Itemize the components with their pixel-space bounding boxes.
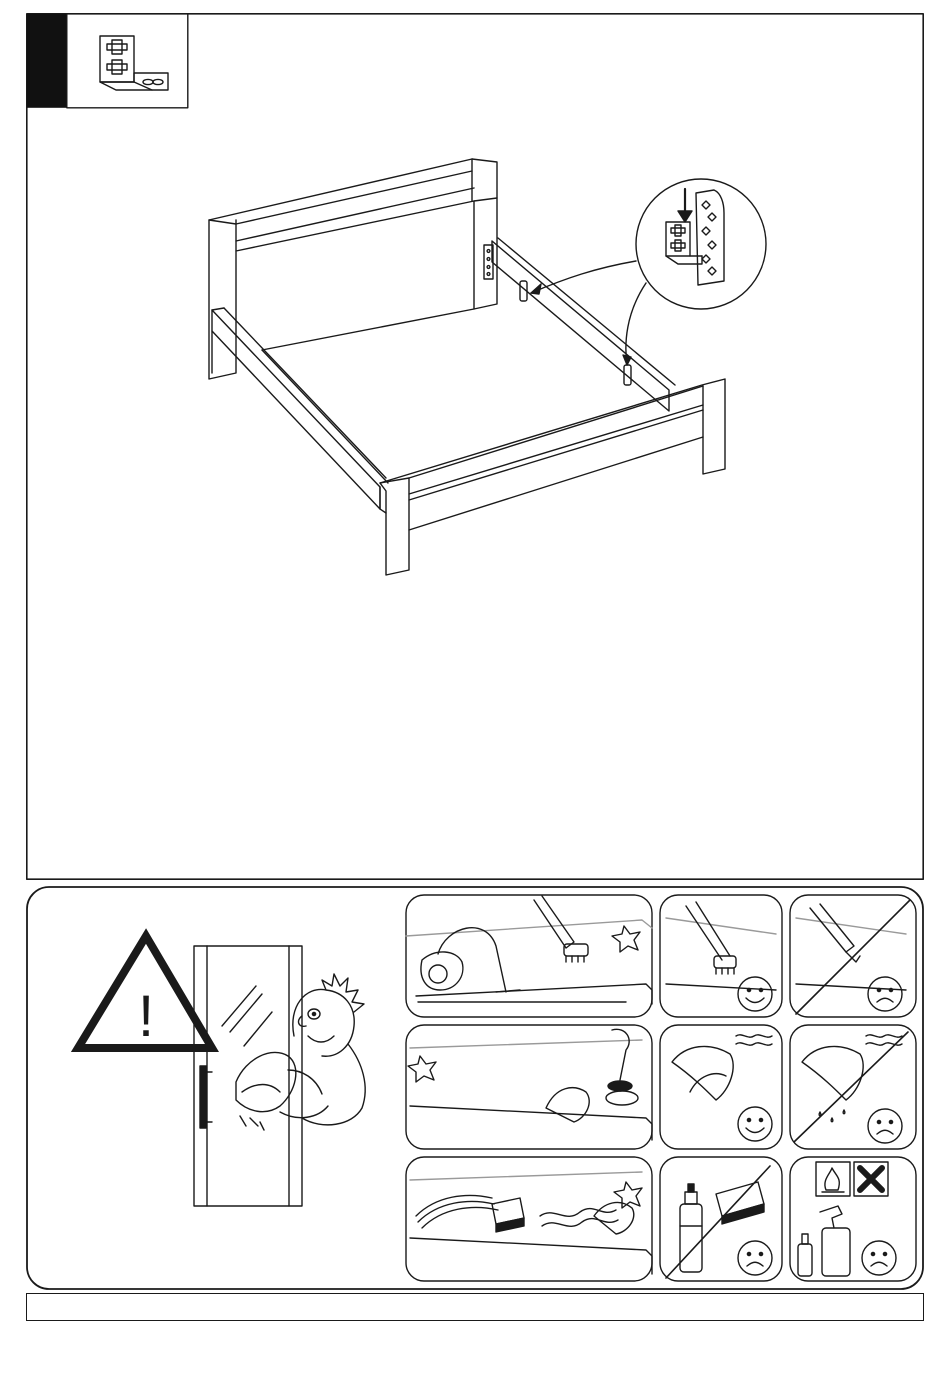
glass-door-drawing	[194, 946, 302, 1206]
cloth-icon	[546, 1088, 589, 1122]
spray-icon	[798, 1206, 850, 1276]
care-instructions-illustration: !	[26, 886, 924, 1290]
warning-exclamation: !	[138, 984, 154, 1049]
dripping-cloth-icon	[802, 1046, 863, 1100]
footer-bar	[26, 1293, 924, 1321]
step-marker	[27, 14, 67, 108]
sad-face-icon	[868, 977, 902, 1011]
care-tile-chemicals-not-ok	[790, 1157, 916, 1281]
care-tile-vacuum-cleaning	[406, 895, 652, 1017]
care-tile-soft-brush-ok	[660, 895, 782, 1017]
happy-face-icon	[738, 977, 772, 1011]
nozzle-icon	[810, 904, 854, 952]
care-tile-hard-nozzle-not-ok	[790, 895, 916, 1017]
corner-bracket-icon	[100, 36, 168, 90]
person-cleaning-figure	[236, 974, 365, 1130]
harmful-hazard-icon	[854, 1162, 888, 1196]
hardware-box	[67, 14, 188, 108]
care-tile-abrasive-not-ok	[660, 1157, 782, 1281]
sad-face-icon	[738, 1241, 772, 1275]
assembly-step-panel	[26, 13, 924, 880]
bracket-detail-callout	[531, 179, 766, 365]
damp-cloth-icon	[672, 1046, 733, 1100]
assembly-step-illustration	[26, 13, 924, 880]
happy-face-icon	[738, 1107, 772, 1141]
care-tile-damp-cloth-ok	[660, 1025, 782, 1149]
care-tile-wipe-with-grain	[406, 1157, 652, 1281]
care-tile-wet-cloth-not-ok	[790, 1025, 916, 1149]
vacuum-icon	[421, 952, 463, 990]
bed-frame-drawing	[209, 159, 725, 575]
care-instructions-panel: !	[26, 886, 924, 1290]
care-tile-protective-pad	[406, 1025, 652, 1149]
flammable-hazard-icon	[816, 1162, 850, 1196]
sad-face-icon	[862, 1241, 896, 1275]
sad-face-icon	[868, 1109, 902, 1143]
